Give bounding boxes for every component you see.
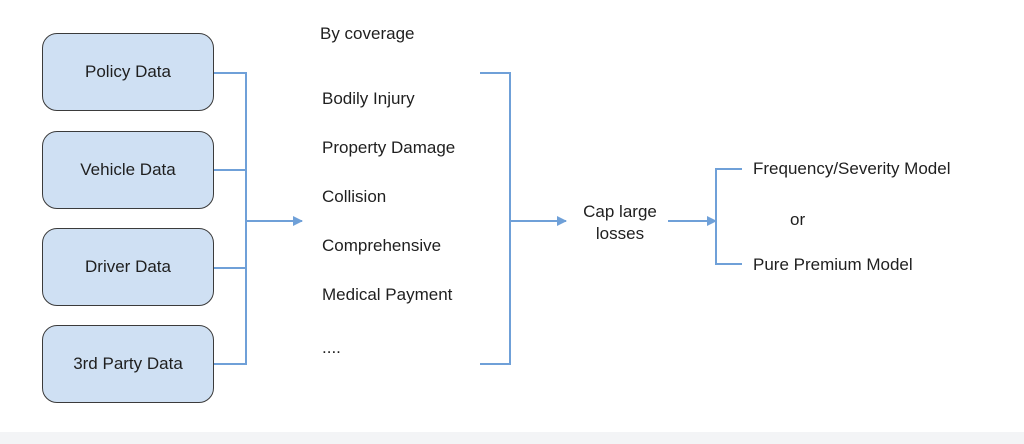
pure-premium-model-label: Pure Premium Model — [753, 255, 913, 274]
sources-bracket — [214, 72, 247, 365]
bottom-band — [0, 432, 1024, 444]
coverage-item-ellipsis: .... — [322, 338, 341, 357]
cap-large-losses-label: Cap large losses — [572, 201, 668, 245]
models-bracket — [715, 168, 742, 265]
frequency-severity-model-label: Frequency/Severity Model — [753, 159, 951, 178]
coverage-item-medical-payment: Medical Payment — [322, 285, 453, 304]
vehicle-data-box: Vehicle Data — [42, 131, 214, 209]
cap-label-line2: losses — [595, 224, 645, 243]
third-party-data-label: 3rd Party Data — [73, 354, 183, 373]
vehicle-data-label: Vehicle Data — [80, 160, 176, 179]
driver-data-label: Driver Data — [85, 257, 171, 276]
cap-label-line1: Cap large — [583, 202, 657, 221]
policy-data-label: Policy Data — [85, 62, 171, 81]
coverage-item-property-damage: Property Damage — [322, 138, 456, 157]
or-connector-label: or — [790, 210, 806, 229]
coverage-bracket — [480, 72, 511, 365]
coverage-item-comprehensive: Comprehensive — [322, 236, 442, 255]
coverage-item-bodily-injury: Bodily Injury — [322, 89, 415, 108]
coverage-item-collision: Collision — [322, 187, 387, 206]
policy-data-box: Policy Data — [42, 33, 214, 111]
driver-data-box: Driver Data — [42, 228, 214, 306]
third-party-data-box: 3rd Party Data — [42, 325, 214, 403]
coverage-heading: By coverage — [320, 24, 415, 43]
